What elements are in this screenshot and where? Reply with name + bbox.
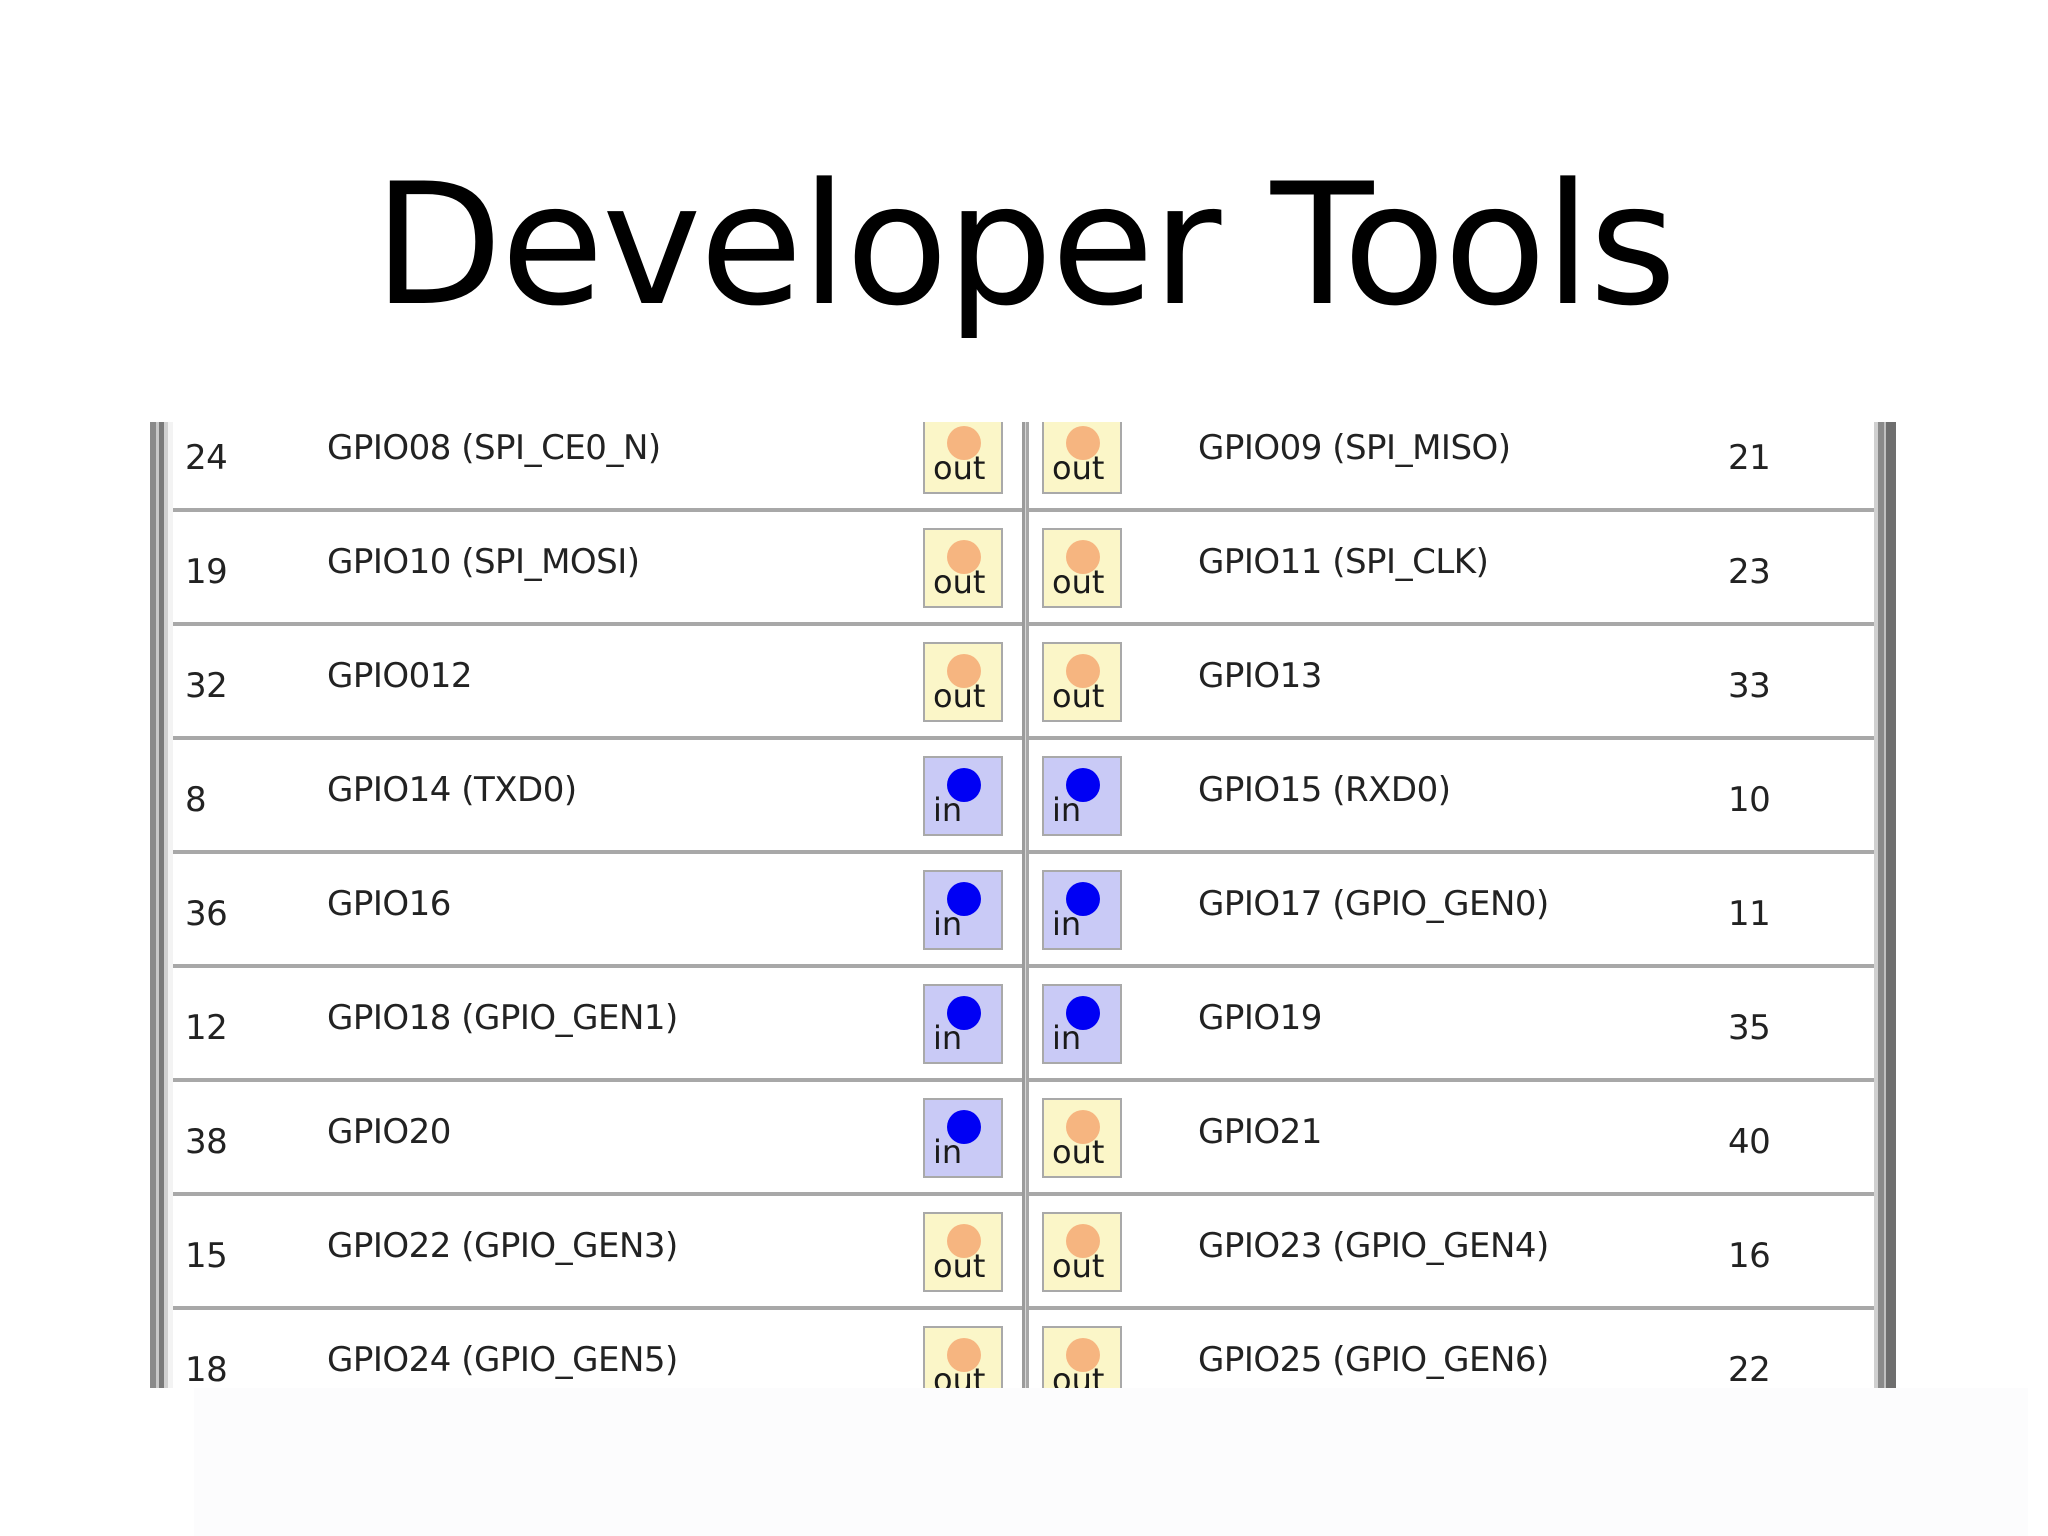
pin-state-indicator-icon — [947, 1338, 981, 1372]
right-mode-toggle-button[interactable]: out — [1042, 1212, 1122, 1292]
table-frame-right — [1874, 422, 1896, 1388]
pin-state-indicator-icon — [947, 654, 981, 688]
left-pin-number: 38 — [185, 1122, 228, 1162]
right-gpio-name: GPIO25 (GPIO_GEN6) — [1198, 1340, 1549, 1380]
gpio-table: 24 GPIO08 (SPI_CE0_N)out out GPIO09 (SPI_MI… — [150, 422, 1896, 1388]
left-gpio-name: GPIO14 (TXD0) — [327, 770, 577, 810]
mode-label: out — [1052, 677, 1105, 715]
right-gpio-name: GPIO21 — [1198, 1112, 1322, 1152]
left-pin-number: 12 — [185, 1008, 228, 1048]
right-gpio-name: GPIO15 (RXD0) — [1198, 770, 1451, 810]
right-pin-number: 22 — [1728, 1350, 1771, 1388]
background-panel — [194, 1388, 2028, 1536]
mode-label: out — [1052, 1361, 1105, 1388]
left-mode-toggle-button[interactable]: in — [923, 984, 1003, 1064]
right-gpio-name: GPIO19 — [1198, 998, 1322, 1038]
left-mode-toggle-button[interactable]: out — [923, 528, 1003, 608]
left-gpio-name: GPIO20 — [327, 1112, 451, 1152]
mode-label: in — [933, 791, 963, 829]
pin-state-indicator-icon — [1066, 654, 1100, 688]
mode-label: in — [933, 905, 963, 943]
left-mode-toggle-button[interactable]: in — [923, 756, 1003, 836]
left-gpio-name: GPIO10 (SPI_MOSI) — [327, 542, 640, 582]
left-pin-number: 32 — [185, 666, 228, 706]
pin-state-indicator-icon — [1066, 540, 1100, 574]
pin-state-indicator-icon — [947, 1110, 981, 1144]
mode-label: out — [933, 563, 986, 601]
right-mode-toggle-button[interactable]: out — [1042, 422, 1122, 494]
right-pin-number: 40 — [1728, 1122, 1771, 1162]
right-mode-toggle-button[interactable]: in — [1042, 870, 1122, 950]
mode-label: in — [1052, 905, 1082, 943]
pin-state-indicator-icon — [947, 768, 981, 802]
left-gpio-name: GPIO08 (SPI_CE0_N) — [327, 428, 661, 468]
right-mode-toggle-button[interactable]: in — [1042, 984, 1122, 1064]
left-mode-toggle-button[interactable]: out — [923, 1326, 1003, 1388]
mode-label: in — [933, 1133, 963, 1171]
left-mode-toggle-button[interactable]: in — [923, 1098, 1003, 1178]
left-mode-toggle-button[interactable]: out — [923, 422, 1003, 494]
pin-state-indicator-icon — [947, 540, 981, 574]
right-pin-number: 16 — [1728, 1236, 1771, 1276]
mode-label: in — [1052, 1019, 1082, 1057]
pin-state-indicator-icon — [947, 1224, 981, 1258]
pin-state-indicator-icon — [1066, 426, 1100, 460]
right-pin-number: 21 — [1728, 438, 1771, 478]
column-divider — [1022, 422, 1029, 1388]
pin-state-indicator-icon — [1066, 1110, 1100, 1144]
right-pin-number: 23 — [1728, 552, 1771, 592]
right-pin-number: 35 — [1728, 1008, 1771, 1048]
left-mode-toggle-button[interactable]: out — [923, 642, 1003, 722]
left-gpio-name: GPIO22 (GPIO_GEN3) — [327, 1226, 678, 1266]
mode-label: out — [933, 1247, 986, 1285]
pin-state-indicator-icon — [947, 426, 981, 460]
right-mode-toggle-button[interactable]: out — [1042, 528, 1122, 608]
mode-label: out — [1052, 1247, 1105, 1285]
pin-state-indicator-icon — [1066, 1224, 1100, 1258]
right-pin-number: 33 — [1728, 666, 1771, 706]
right-gpio-name: GPIO13 — [1198, 656, 1322, 696]
left-pin-number: 8 — [185, 780, 207, 820]
table-frame-left — [150, 422, 168, 1388]
left-pin-number: 18 — [185, 1350, 228, 1388]
mode-label: out — [1052, 1133, 1105, 1171]
right-gpio-name: GPIO17 (GPIO_GEN0) — [1198, 884, 1549, 924]
mode-label: out — [933, 1361, 986, 1388]
left-gpio-name: GPIO18 (GPIO_GEN1) — [327, 998, 678, 1038]
right-mode-toggle-button[interactable]: out — [1042, 1326, 1122, 1388]
pin-state-indicator-icon — [1066, 996, 1100, 1030]
left-mode-toggle-button[interactable]: out — [923, 1212, 1003, 1292]
slide-title: Developer Tools — [373, 147, 1676, 343]
left-mode-toggle-button[interactable]: in — [923, 870, 1003, 950]
mode-label: out — [933, 677, 986, 715]
pin-state-indicator-icon — [1066, 768, 1100, 802]
right-pin-number: 10 — [1728, 780, 1771, 820]
left-pin-number: 24 — [185, 438, 228, 478]
right-gpio-name: GPIO09 (SPI_MISO) — [1198, 428, 1511, 468]
left-gpio-name: GPIO24 (GPIO_GEN5) — [327, 1340, 678, 1380]
left-pin-number: 19 — [185, 552, 228, 592]
left-pin-number: 36 — [185, 894, 228, 934]
mode-label: in — [1052, 791, 1082, 829]
mode-label: out — [933, 449, 986, 487]
right-gpio-name: GPIO11 (SPI_CLK) — [1198, 542, 1489, 582]
mode-label: in — [933, 1019, 963, 1057]
right-gpio-name: GPIO23 (GPIO_GEN4) — [1198, 1226, 1549, 1266]
right-pin-number: 11 — [1728, 894, 1771, 934]
left-pin-number: 15 — [185, 1236, 228, 1276]
left-gpio-name: GPIO012 — [327, 656, 473, 696]
pin-state-indicator-icon — [947, 882, 981, 916]
right-mode-toggle-button[interactable]: out — [1042, 1098, 1122, 1178]
right-mode-toggle-button[interactable]: in — [1042, 756, 1122, 836]
mode-label: out — [1052, 563, 1105, 601]
pin-state-indicator-icon — [947, 996, 981, 1030]
pin-state-indicator-icon — [1066, 882, 1100, 916]
mode-label: out — [1052, 449, 1105, 487]
right-mode-toggle-button[interactable]: out — [1042, 642, 1122, 722]
left-gpio-name: GPIO16 — [327, 884, 451, 924]
pin-state-indicator-icon — [1066, 1338, 1100, 1372]
